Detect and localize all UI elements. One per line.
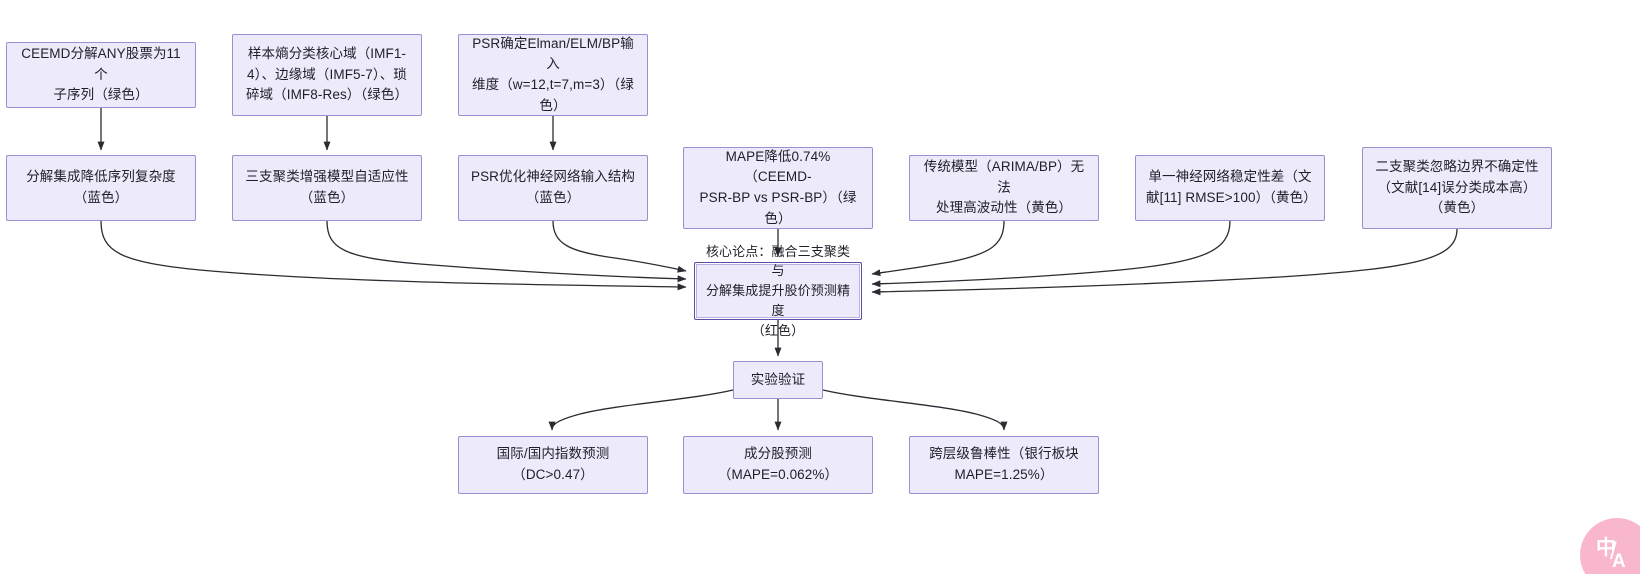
- node-result-constituent-stock-forecast[interactable]: 成分股预测 （MAPE=0.062%）: [683, 436, 873, 494]
- edge-n4-core: [100, 220, 687, 291]
- edge-exp-r3: [822, 389, 1008, 431]
- node-label: 传统模型（ARIMA/BP）无法 处理高波动性（黄色）: [923, 159, 1085, 216]
- ime-chinese-glyph: 中: [1596, 537, 1616, 559]
- node-label: PSR优化神经网络输入结构 （蓝色）: [470, 169, 636, 205]
- node-decomposition-reduces-complexity[interactable]: 分解集成降低序列复杂度 （蓝色）: [6, 155, 196, 221]
- ime-slash-glyph: /: [1610, 538, 1617, 565]
- node-result-cross-level-robustness[interactable]: 跨层级鲁棒性（银行板块 MAPE=1.25%）: [909, 436, 1099, 494]
- edge-n10-core: [871, 228, 1458, 296]
- node-psr-optimizes-network-input[interactable]: PSR优化神经网络输入结构 （蓝色）: [458, 155, 648, 221]
- node-mape-improvement[interactable]: MAPE降低0.74%（CEEMD- PSR-BP vs PSR-BP）（绿 色…: [683, 147, 873, 229]
- node-label: 二支聚类忽略边界不确定性 （文献[14]误分类成本高） （黄色）: [1375, 159, 1539, 216]
- node-label: CEEMD分解ANY股票为11个 子序列（绿色）: [21, 46, 181, 103]
- node-label: 成分股预测 （MAPE=0.062%）: [717, 446, 839, 482]
- node-two-way-clustering-gap[interactable]: 二支聚类忽略边界不确定性 （文献[14]误分类成本高） （黄色）: [1362, 147, 1552, 229]
- node-label: 跨层级鲁棒性（银行板块 MAPE=1.25%）: [929, 446, 1079, 482]
- node-label: 核心论点：融合三支聚类与 分解集成提升股价预测精度 （红色）: [705, 243, 851, 338]
- node-ceemd-decomposition[interactable]: CEEMD分解ANY股票为11个 子序列（绿色）: [6, 42, 196, 108]
- edge-n9-core: [871, 220, 1231, 288]
- node-label: 分解集成降低序列复杂度 （蓝色）: [26, 169, 176, 205]
- node-label: MAPE降低0.74%（CEEMD- PSR-BP vs PSR-BP）（绿 色…: [699, 148, 857, 226]
- node-core-claim[interactable]: 核心论点：融合三支聚类与 分解集成提升股价预测精度 （红色）: [694, 244, 862, 338]
- node-label: 实验验证: [750, 371, 806, 387]
- node-label: 样本熵分类核心域（IMF1- 4）、边缘域（IMF5-7）、琐 碎域（IMF8-…: [245, 46, 409, 103]
- node-three-way-clustering-adaptivity[interactable]: 三支聚类增强模型自适应性 （蓝色）: [232, 155, 422, 221]
- edge-exp-r1: [548, 389, 734, 431]
- node-sample-entropy-classification[interactable]: 样本熵分类核心域（IMF1- 4）、边缘域（IMF5-7）、琐 碎域（IMF8-…: [232, 34, 422, 116]
- ime-latin-glyph: A: [1612, 551, 1626, 572]
- node-label: 国际/国内指数预测 （DC>0.47）: [496, 446, 610, 482]
- node-label: PSR确定Elman/ELM/BP输入 维度（w=12,t=7,m=3）（绿 色…: [472, 35, 634, 113]
- node-psr-input-dimension[interactable]: PSR确定Elman/ELM/BP输入 维度（w=12,t=7,m=3）（绿 色…: [458, 34, 648, 116]
- node-label: 单一神经网络稳定性差（文 献[11] RMSE>100）（黄色）: [1146, 169, 1317, 205]
- edge-n8-core: [871, 220, 1005, 277]
- ime-glyph-stack: 中 / A: [1596, 534, 1638, 574]
- ime-language-indicator[interactable]: 中 / A: [1580, 518, 1640, 574]
- node-experimental-validation[interactable]: 实验验证: [733, 361, 823, 399]
- edge-n5-core: [326, 220, 687, 283]
- node-result-index-forecast[interactable]: 国际/国内指数预测 （DC>0.47）: [458, 436, 648, 494]
- node-single-network-instability-gap[interactable]: 单一神经网络稳定性差（文 献[11] RMSE>100）（黄色）: [1135, 155, 1325, 221]
- edge-n6-core: [552, 220, 687, 273]
- node-label: 三支聚类增强模型自适应性 （蓝色）: [245, 169, 409, 205]
- node-traditional-models-gap[interactable]: 传统模型（ARIMA/BP）无法 处理高波动性（黄色）: [909, 155, 1099, 221]
